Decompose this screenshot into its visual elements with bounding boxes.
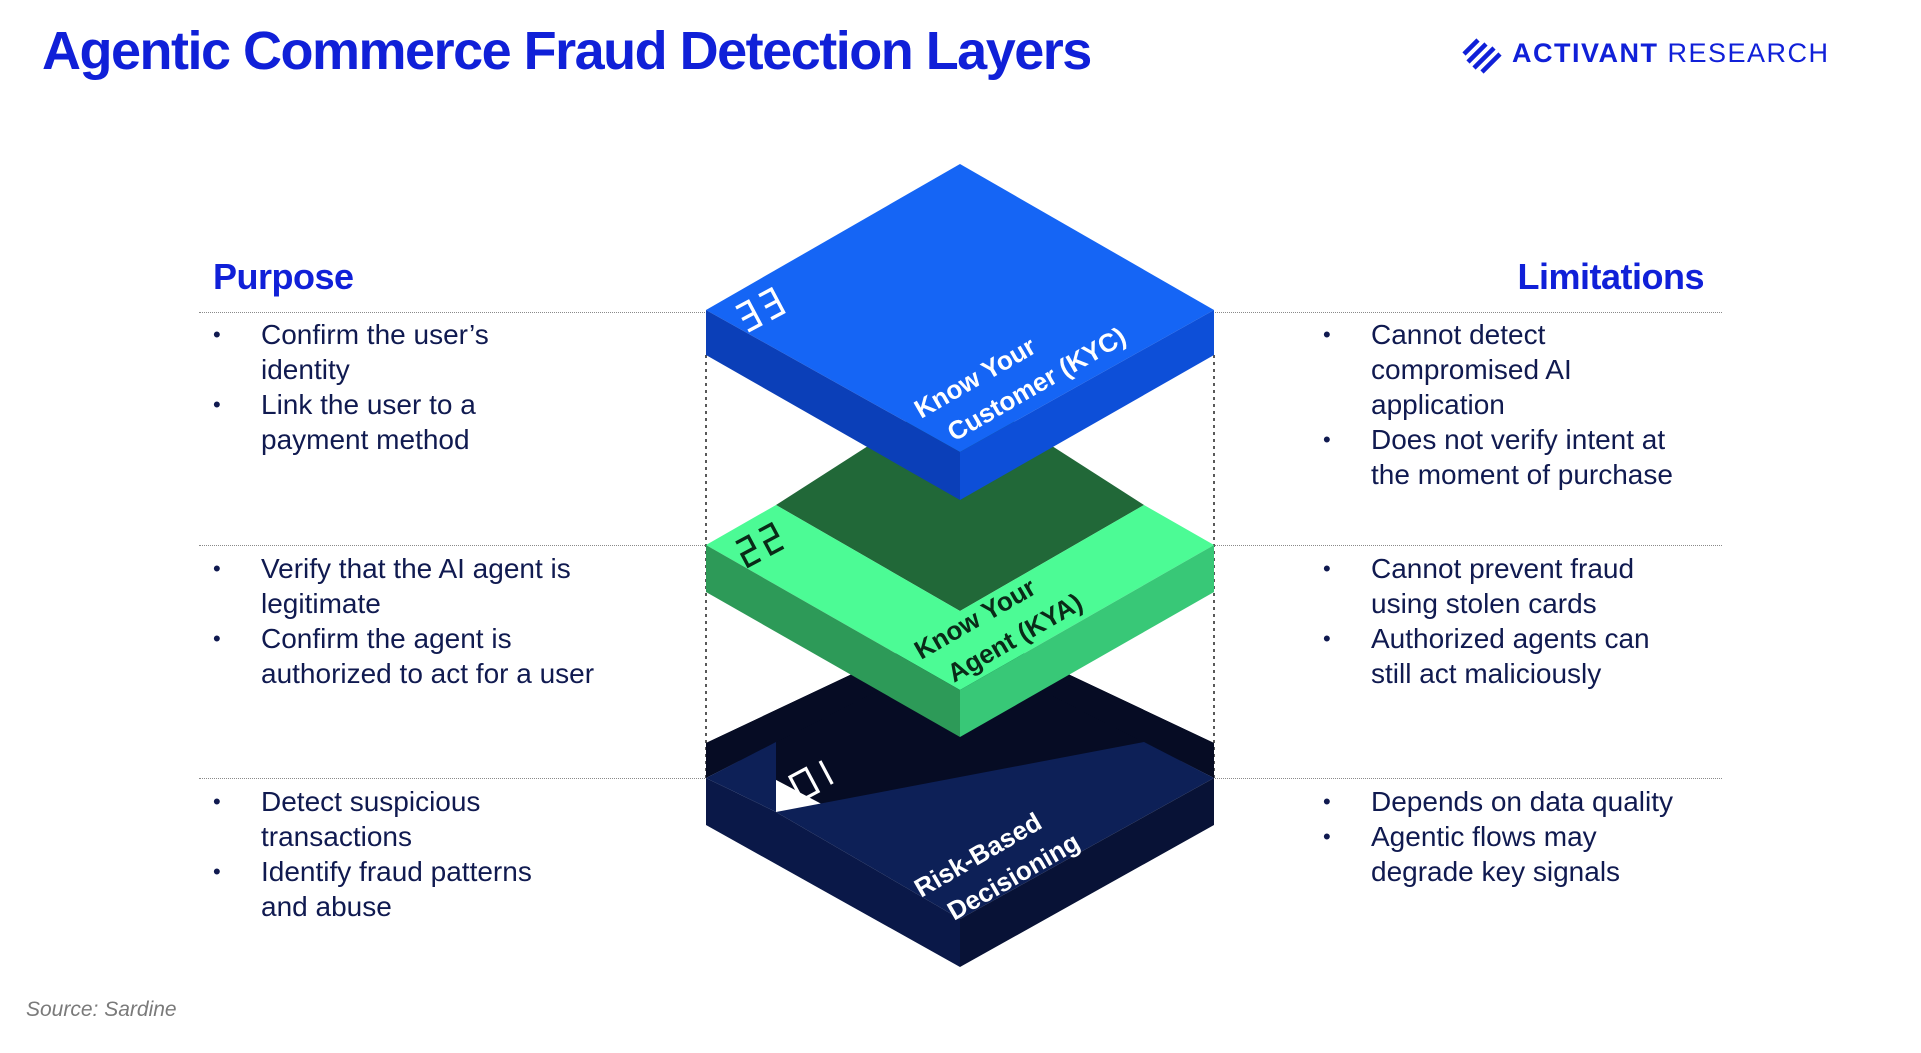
page-title: Agentic Commerce Fraud Detection Layers [42, 21, 1092, 81]
source-note: Source: Sardine [26, 998, 177, 1021]
brand-name-bold: ACTIVANT [1512, 38, 1659, 68]
layer-number-02 [735, 521, 785, 569]
purpose-list-kya: Verify that the AI agent is legitimate C… [213, 551, 603, 691]
purpose-item: Identify fraud patterns and abuse [213, 854, 553, 924]
limitation-item: Authorized agents can still act maliciou… [1323, 621, 1693, 691]
limitations-header: Limitations [1517, 256, 1704, 297]
purpose-item: Link the user to a payment method [213, 387, 553, 457]
limitation-item: Does not verify intent at the moment of … [1323, 422, 1693, 492]
layer-number-01 [787, 760, 834, 803]
purpose-item: Confirm the agent is authorized to act f… [213, 621, 603, 691]
divider [199, 312, 707, 313]
limitations-list-kya: Cannot prevent fraud using stolen cards … [1323, 551, 1693, 691]
purpose-list-risk: Detect suspicious transactions Identify … [213, 784, 553, 924]
divider [199, 778, 707, 779]
purpose-header: Purpose [213, 256, 354, 297]
layer-know-your-customer [706, 164, 1214, 500]
purpose-item: Verify that the AI agent is legitimate [213, 551, 603, 621]
limitation-item: Cannot prevent fraud using stolen cards [1323, 551, 1693, 621]
divider [1215, 545, 1722, 546]
limitations-list-risk: Depends on data quality Agentic flows ma… [1323, 784, 1703, 889]
purpose-item: Confirm the user’s identity [213, 317, 553, 387]
purpose-list-kyc: Confirm the user’s identity Link the use… [213, 317, 553, 457]
divider [199, 545, 707, 546]
purpose-item: Detect suspicious transactions [213, 784, 553, 854]
divider [1215, 312, 1722, 313]
layer-number-03 [735, 286, 786, 333]
brand-name: ACTIVANT RESEARCH [1512, 38, 1830, 69]
brand-logo: ACTIVANT RESEARCH [1462, 34, 1882, 74]
divider [1215, 778, 1722, 779]
activant-logo-icon [1462, 38, 1502, 74]
limitation-item: Depends on data quality [1323, 784, 1703, 819]
layer-risk-based-decisioning [706, 623, 1214, 967]
limitation-item: Agentic flows may degrade key signals [1323, 819, 1703, 889]
limitation-item: Cannot detect compromised AI application [1323, 317, 1693, 422]
limitations-list-kyc: Cannot detect compromised AI application… [1323, 317, 1693, 492]
brand-name-regular: RESEARCH [1667, 38, 1830, 68]
